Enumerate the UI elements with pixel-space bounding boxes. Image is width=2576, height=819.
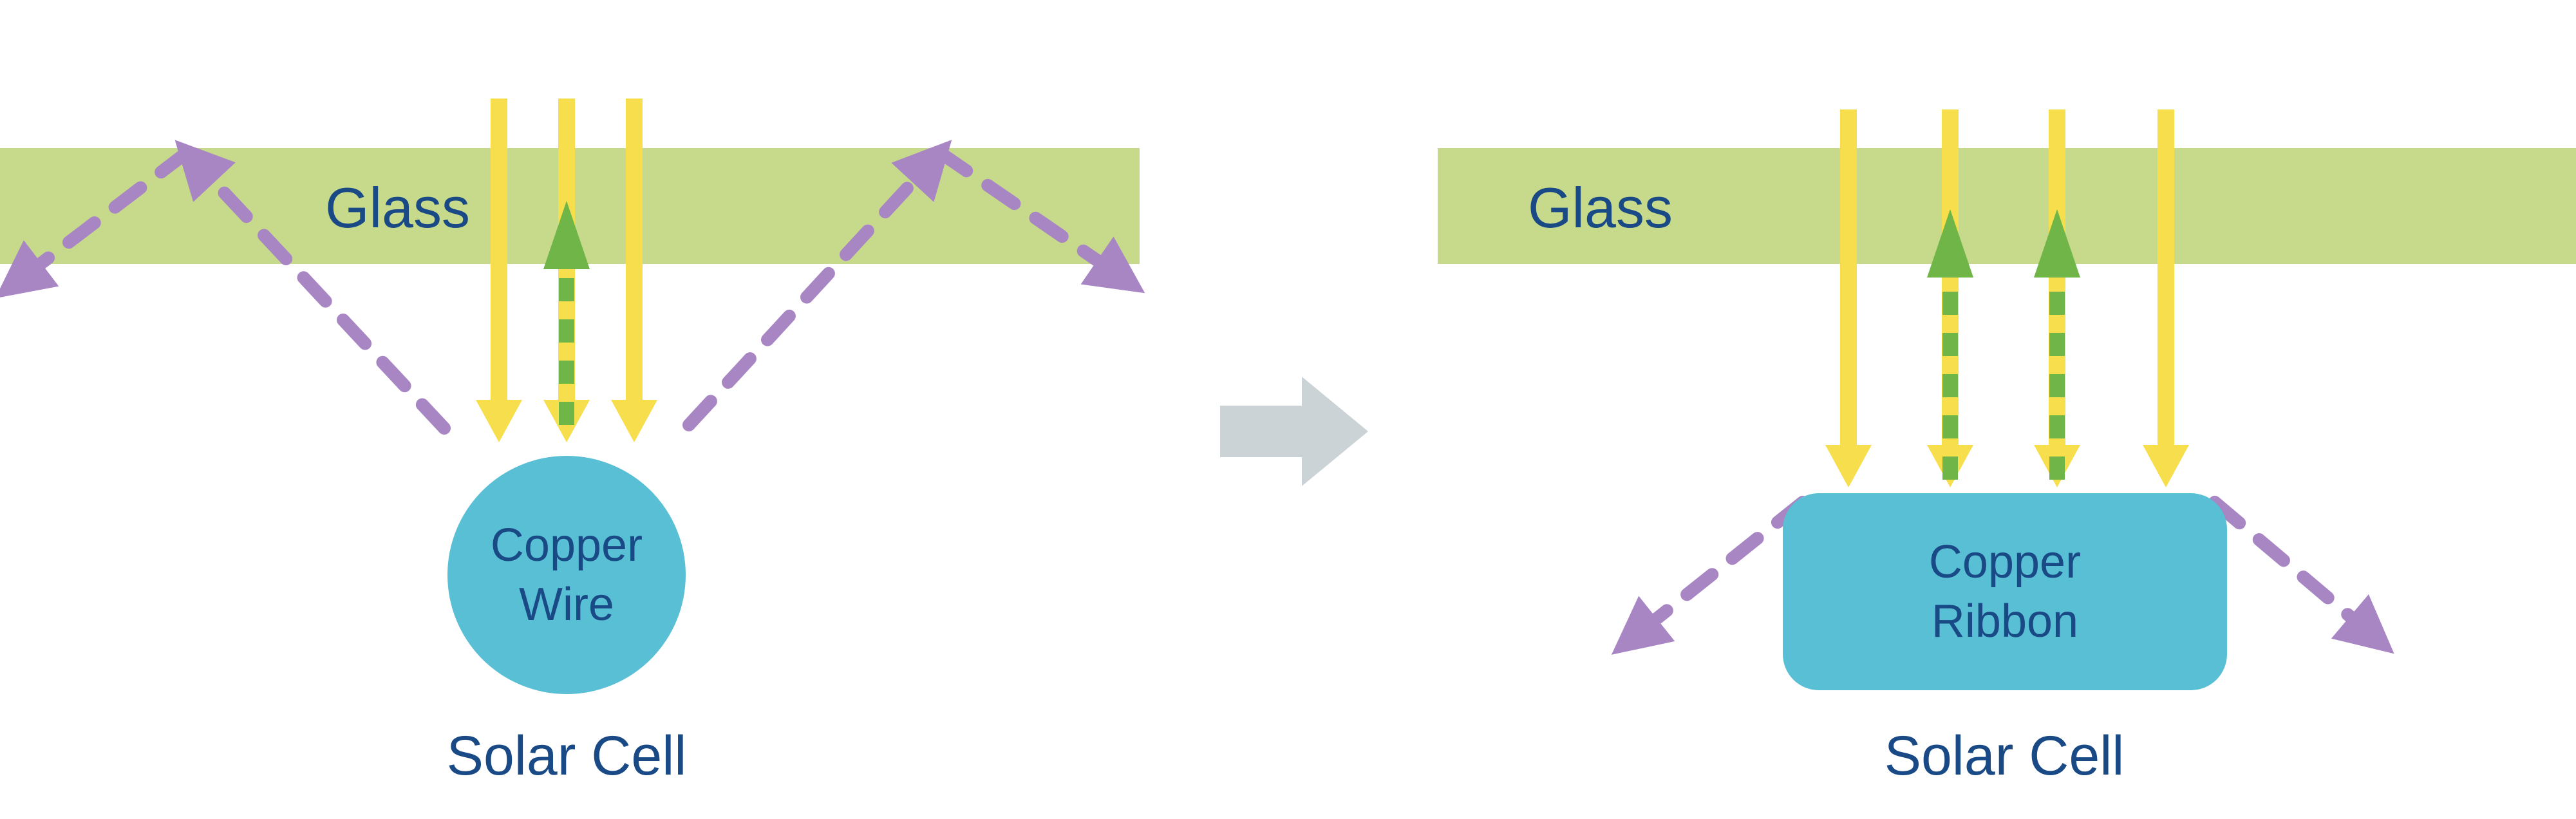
reflected-light-arrows-right (1927, 209, 2080, 480)
incident-ray-icon (543, 99, 590, 442)
copper-wire-label-line2: Wire (519, 579, 614, 630)
incident-ray-icon (476, 99, 522, 442)
scattered-ray-icon (1611, 496, 1809, 655)
scattered-light-rays-right (1611, 496, 2394, 655)
scattered-ray-icon (0, 146, 193, 299)
incident-ray-icon (1825, 109, 1872, 487)
scattered-ray-icon (174, 140, 451, 435)
copper-wire-shape: Copper Wire (447, 456, 686, 694)
copper-wire-label-line1: Copper (490, 520, 643, 571)
scattered-ray-icon (682, 140, 952, 431)
glass-label-right: Glass (1528, 176, 1673, 240)
reflected-ray-icon (1927, 209, 1973, 480)
incident-ray-icon (2143, 109, 2189, 487)
scattered-ray-icon (934, 146, 1145, 294)
glass-layer-right (1438, 148, 2576, 264)
solar-cell-label-left: Solar Cell (446, 725, 687, 787)
copper-ribbon-shape: Copper Ribbon (1783, 493, 2227, 690)
solar-cell-label-right: Solar Cell (1884, 725, 2125, 787)
scattered-ray-icon (2208, 496, 2394, 654)
incident-light-arrows-left (476, 99, 657, 442)
copper-ribbon-label-line2: Ribbon (1931, 596, 2079, 647)
glass-label-left: Glass (325, 176, 470, 240)
transition-arrow-icon (1220, 377, 1368, 486)
scattered-light-rays-left (0, 140, 1145, 435)
copper-ribbon-label-line1: Copper (1928, 536, 2082, 588)
incident-ray-icon (611, 99, 657, 442)
reflected-light-arrow-left (543, 201, 590, 425)
reflected-ray-icon (2034, 209, 2080, 480)
incident-light-arrows-right (1825, 109, 2189, 487)
